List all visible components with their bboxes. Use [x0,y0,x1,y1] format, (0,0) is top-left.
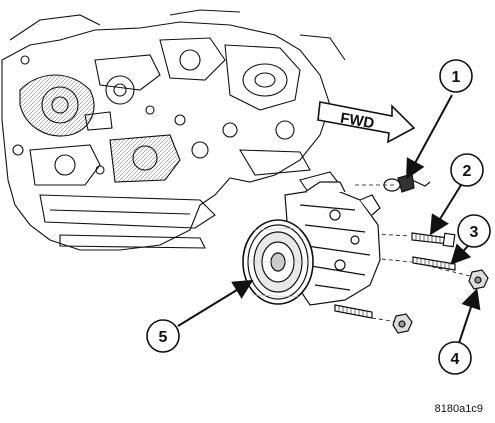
engine-block [1,9,346,251]
leader-2 [429,184,462,236]
stud-part [412,256,456,271]
svg-text:5: 5 [159,329,168,346]
svg-text:3: 3 [470,224,479,241]
forward-direction-arrow: FWD [317,101,416,144]
svg-text:2: 2 [463,163,472,180]
bolt-part [411,232,456,248]
leader-5 [177,279,254,327]
figure-code: 8180a1c9 [434,403,483,415]
svg-text:4: 4 [451,351,460,368]
leader-4 [458,288,481,344]
callout-3: 3 [457,214,491,248]
nut-part [392,269,489,334]
leader-1 [406,94,453,180]
bracket-part [383,173,431,193]
callout-1: 1 [439,59,473,93]
lower-stud-part [334,304,373,319]
ac-compressor [242,181,381,306]
callout-5: 5 [146,319,180,353]
callout-4: 4 [438,341,472,375]
leader-3 [450,243,472,265]
callout-2: 2 [450,153,484,187]
forward-label: FWD [339,110,376,133]
callout-leaders [177,94,481,344]
svg-text:1: 1 [452,69,461,86]
